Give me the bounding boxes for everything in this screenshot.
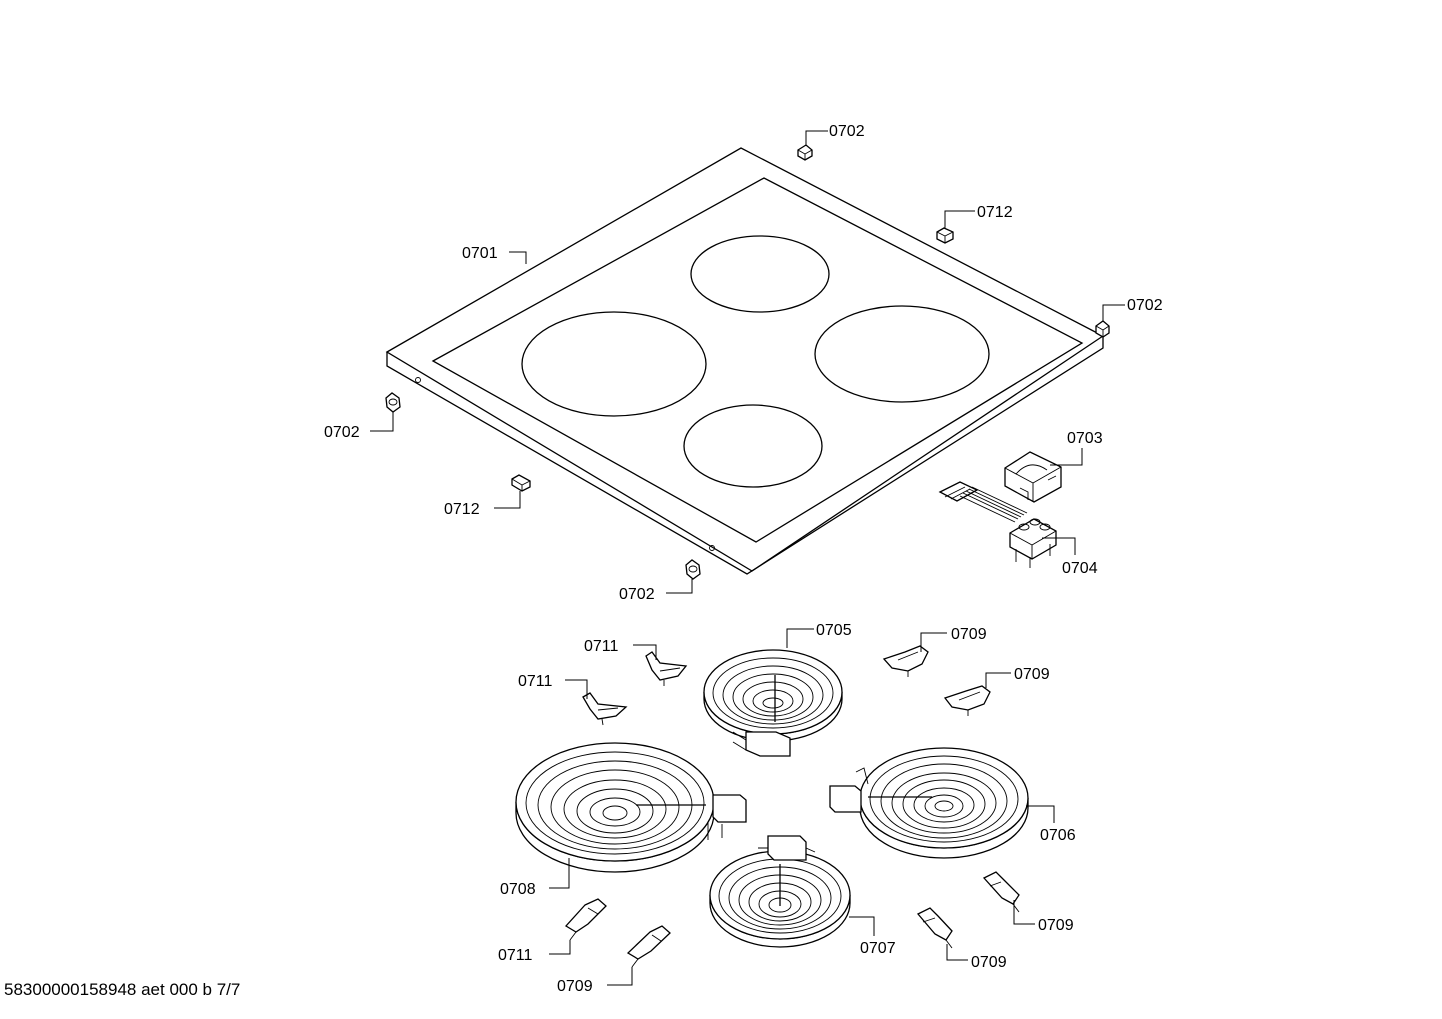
label-0709-a: 0709 (951, 626, 987, 643)
clip-0709-a (882, 645, 929, 677)
label-0708: 0708 (500, 881, 536, 898)
label-0712-top: 0712 (977, 204, 1013, 221)
zone-top (690, 235, 830, 313)
label-0709-c: 0709 (1038, 917, 1074, 934)
clip-0711-c (564, 898, 607, 941)
label-0702-right: 0702 (1127, 297, 1163, 314)
leader-lines (370, 130, 1125, 986)
clip-0702-right (1095, 320, 1110, 338)
label-0709-e: 0709 (557, 978, 593, 995)
label-0706: 0706 (1040, 827, 1076, 844)
label-0702-top: 0702 (829, 123, 865, 140)
clip-0711-a (645, 651, 688, 686)
label-0705: 0705 (816, 622, 852, 639)
label-0711-a: 0711 (584, 638, 619, 655)
part-labels: 0702 0712 0701 0702 0702 0703 0712 0704 … (324, 123, 1163, 995)
label-0711-c: 0711 (498, 947, 533, 964)
label-0702-left: 0702 (324, 424, 360, 441)
bracket-0712-left (511, 474, 531, 492)
clip-0709-b (943, 685, 991, 716)
heating-element-0706 (829, 747, 1029, 859)
label-0704: 0704 (1062, 560, 1098, 577)
glass-ceramic-hob-top (385, 147, 1105, 575)
heating-element-0707 (709, 835, 851, 948)
clip-0709-e (916, 907, 953, 949)
clip-0702-bottom (685, 559, 701, 580)
label-0702-bottom: 0702 (619, 586, 655, 603)
zone-front (683, 404, 823, 488)
clip-0711-b (582, 692, 628, 726)
clip-0709-c (626, 925, 671, 968)
label-0709-b: 0709 (1014, 666, 1050, 683)
label-0701: 0701 (462, 245, 498, 262)
zone-left (521, 311, 707, 417)
heating-element-0708 (515, 742, 747, 873)
label-0712-left: 0712 (444, 501, 480, 518)
label-0709-d: 0709 (971, 954, 1007, 971)
clip-0702-left (385, 392, 401, 413)
document-footer-code: 58300000158948 aet 000 b 7/7 (4, 980, 241, 999)
connector-housing-0703 (1004, 451, 1062, 503)
label-0711-b: 0711 (518, 673, 553, 690)
label-0703: 0703 (1067, 430, 1103, 447)
heating-element-0705 (703, 649, 843, 757)
wiring-harness-0704 (938, 481, 1057, 568)
label-0707: 0707 (860, 940, 896, 957)
clip-0702-top (797, 144, 813, 161)
zone-right (814, 305, 990, 403)
bracket-0712-top (936, 227, 954, 244)
